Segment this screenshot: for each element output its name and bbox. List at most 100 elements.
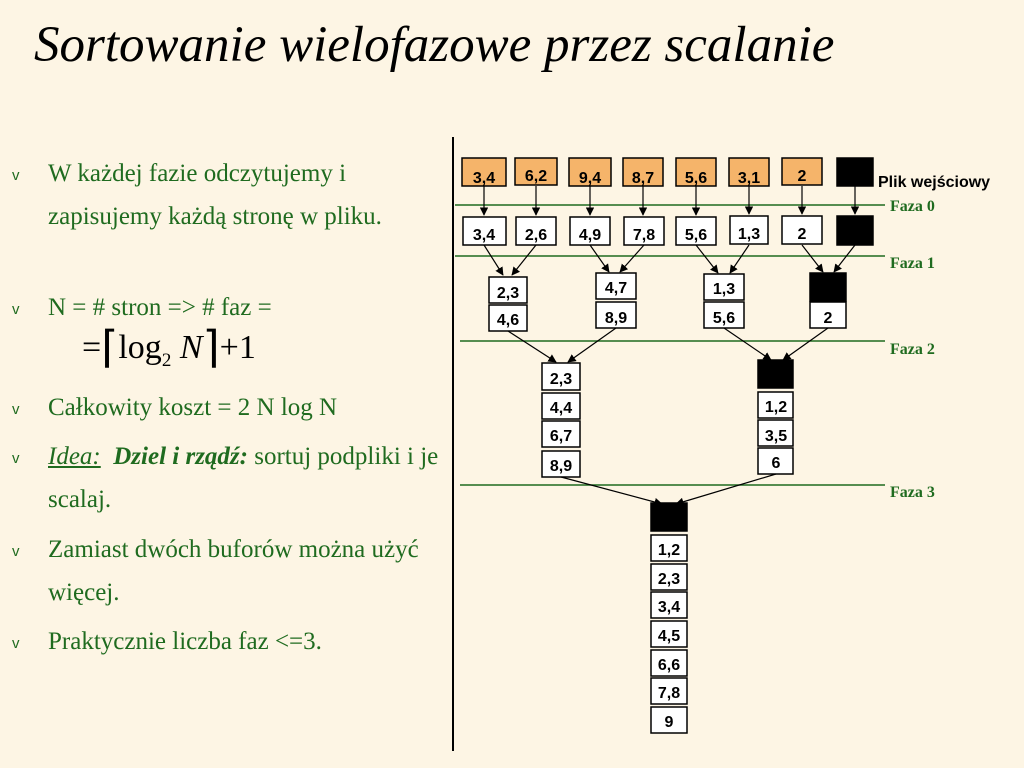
svg-text:2: 2	[824, 310, 833, 327]
bullet-list: v W każdej fazie odczytujemy i zapisujem…	[0, 0, 460, 768]
bullet-text: Całkowity koszt = 2 N log N	[48, 394, 338, 421]
phase1-page	[595, 301, 637, 329]
svg-text:2,3: 2,3	[497, 285, 519, 302]
svg-text:7,8: 7,8	[633, 227, 655, 244]
bullet-marker: v	[12, 450, 20, 467]
phase2-page	[757, 419, 794, 447]
phase-label: Faza 1	[890, 255, 935, 272]
phase0-page-eof	[836, 215, 874, 246]
bullet-item: v Zamiast dwóch buforów można użyć więce…	[12, 528, 458, 614]
svg-text:4,9: 4,9	[579, 227, 601, 244]
svg-text:2,3: 2,3	[550, 371, 572, 388]
svg-text:8,9: 8,9	[605, 310, 627, 327]
svg-text:8,9: 8,9	[550, 458, 572, 475]
phase0-pages: 3,4 2,6 4,9 7,8 5,6 1,3 2	[462, 215, 874, 246]
phase2-page	[541, 362, 581, 391]
phase2-page-eof	[757, 359, 794, 389]
phase-label: Faza 0	[890, 198, 935, 215]
svg-text:1,3: 1,3	[713, 281, 735, 298]
bullet-text: sortuj podpliki i je scalaj.	[48, 443, 439, 513]
arrows-input-to-phase0	[479, 186, 860, 216]
svg-text:4,7: 4,7	[605, 280, 627, 297]
phase3-page-eof	[650, 502, 688, 532]
svg-text:4,6: 4,6	[497, 312, 519, 329]
phase3-page	[650, 534, 688, 562]
bullet-item: v Idea: Dziel i rządź: sortuj podpliki i…	[12, 435, 458, 521]
svg-text:1,2: 1,2	[765, 399, 787, 416]
bullet-item: v Praktycznie liczba faz <=3.	[12, 620, 458, 663]
svg-text:9,4: 9,4	[579, 170, 601, 187]
input-page	[728, 157, 770, 187]
svg-text:8,7: 8,7	[632, 170, 654, 187]
svg-text:3,5: 3,5	[765, 428, 787, 445]
bullet-item: v N = # stron => # faz =	[12, 286, 458, 329]
svg-text:2: 2	[798, 226, 807, 243]
bullet-marker: v	[12, 301, 20, 318]
phase1-page-eof	[809, 272, 847, 302]
bullet-marker: v	[12, 543, 20, 560]
phase1-runs: 2,3 4,6 4,7 8,9 1,3 5,6 2	[488, 272, 847, 332]
input-pages: 3,4 6,2 9,4 8,7 5,6 3,1 2	[461, 157, 874, 187]
phase0-page	[781, 215, 823, 245]
svg-text:2,3: 2,3	[658, 571, 680, 588]
input-page	[514, 157, 558, 186]
svg-text:5,6: 5,6	[685, 227, 707, 244]
arrows-phase1-to-phase2	[507, 327, 829, 363]
phase2-runs: 2,3 4,4 6,7 8,9 1,2 3,5 6	[541, 359, 794, 478]
svg-text:6,2: 6,2	[525, 168, 547, 185]
svg-text:3,4: 3,4	[658, 599, 680, 616]
svg-text:3,1: 3,1	[738, 170, 760, 187]
svg-text:6: 6	[772, 455, 781, 472]
svg-text:9: 9	[665, 714, 674, 731]
svg-text:1,3: 1,3	[738, 226, 760, 243]
phase1-page	[488, 276, 528, 304]
phase3-page	[650, 620, 688, 648]
bullet-text: Praktycznie liczba faz <=3.	[48, 628, 322, 655]
svg-text:4,5: 4,5	[658, 628, 680, 645]
svg-text:2,6: 2,6	[525, 227, 547, 244]
vertical-divider	[452, 137, 454, 751]
arrows-phase2-to-phase3	[560, 473, 777, 507]
svg-text:7,8: 7,8	[658, 685, 680, 702]
phase3-page	[650, 649, 688, 677]
svg-text:5,6: 5,6	[685, 170, 707, 187]
input-page	[781, 157, 823, 186]
input-file-label: Plik wejściowy	[878, 174, 990, 191]
phase2-page	[541, 450, 581, 478]
phase-count-formula: =⌈log2 N⌉+1	[82, 323, 256, 372]
phase1-page	[703, 273, 745, 301]
phase3-run: 1,2 2,3 3,4 4,5 6,6 7,8 9	[650, 502, 688, 734]
phase1-page	[809, 301, 847, 329]
phase3-page	[650, 591, 688, 619]
phase3-page	[650, 563, 688, 591]
phase3-page	[650, 706, 688, 734]
svg-text:4,4: 4,4	[550, 400, 572, 417]
phase2-page	[757, 391, 794, 419]
bullet-item: v W każdej fazie odczytujemy i zapisujem…	[12, 152, 458, 238]
bullet-text: N = # stron => # faz =	[48, 294, 272, 321]
arrows-phase0-to-phase1	[483, 244, 856, 276]
phase1-page	[595, 272, 637, 300]
slide-title: Sortowanie wielofazowe przez scalanie	[34, 17, 835, 73]
input-page-eof	[836, 157, 874, 187]
svg-text:6,6: 6,6	[658, 657, 680, 674]
phase2-page	[541, 392, 581, 420]
phase1-page	[703, 301, 745, 329]
bullet-marker: v	[12, 167, 20, 184]
svg-text:3,4: 3,4	[473, 227, 495, 244]
svg-text:1,2: 1,2	[658, 542, 680, 559]
phase0-page	[729, 215, 769, 245]
svg-text:6,7: 6,7	[550, 428, 572, 445]
bullet-text: W każdej fazie odczytujemy i zapisujemy …	[48, 160, 382, 230]
svg-text:5,6: 5,6	[713, 310, 735, 327]
bullet-text: Zamiast dwóch buforów można użyć więcej.	[48, 536, 419, 606]
bullet-marker: v	[12, 635, 20, 652]
bullet-marker: v	[12, 401, 20, 418]
bullet-divide-conquer: Dziel i rządź:	[113, 443, 248, 470]
bullet-item: v Całkowity koszt = 2 N log N	[12, 386, 458, 429]
phase-label: Faza 3	[890, 484, 935, 501]
phase2-page	[541, 420, 581, 448]
phase3-page	[650, 677, 688, 705]
bullet-idea: Idea:	[48, 443, 101, 470]
